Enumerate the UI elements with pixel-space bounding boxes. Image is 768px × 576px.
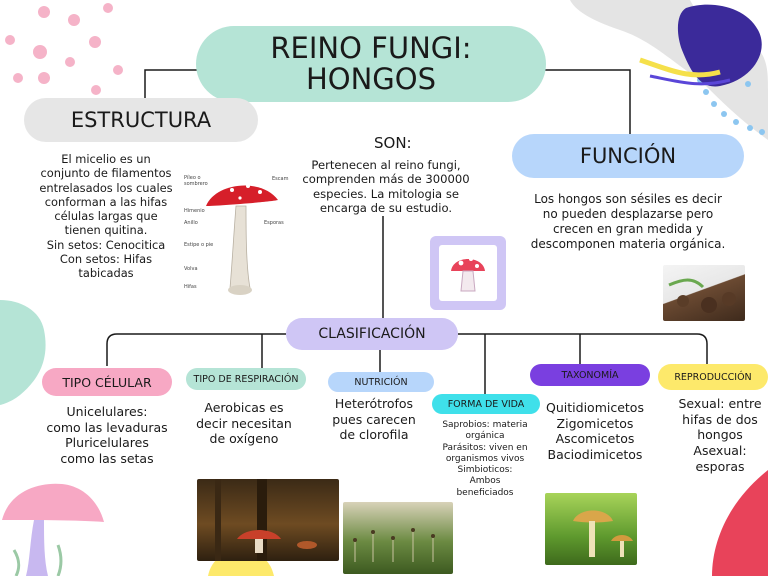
estructura-text: El micelio es un conjunto de filamentos … <box>39 152 173 280</box>
branch-taxonomia-label: TAXONOMÍA <box>561 369 619 381</box>
diagram-label-pileo: Píleo o sombrero <box>184 175 208 187</box>
estructura-heading: ESTRUCTURA <box>70 108 212 132</box>
diagram-label-estipe: Estipe o pie <box>184 242 214 248</box>
estructura-heading-pill: ESTRUCTURA <box>24 98 258 142</box>
moss-photo <box>343 502 453 574</box>
diagram-label-hifas: Hifas <box>184 284 197 290</box>
diagram-label-volva: Volva <box>184 266 198 272</box>
mushroom-sticker <box>430 236 506 310</box>
branch-forma-vida-pill: FORMA DE VIDA <box>432 394 540 414</box>
clasificacion-pill: CLASIFICACIÓN <box>286 318 458 350</box>
clasificacion-heading: CLASIFICACIÓN <box>318 326 426 342</box>
son-text: Pertenecen al reino fungi, comprenden má… <box>302 158 470 216</box>
branch-respiracion-text: Aerobicas es decir necesitan de oxígeno <box>196 400 292 447</box>
pink-mushroom-illustration <box>2 483 104 576</box>
branch-reproduccion-pill: REPRODUCCIÓN <box>658 364 768 390</box>
mushroom-forest-photo <box>197 479 339 561</box>
pink-dots-decoration <box>5 3 123 95</box>
branch-tipo-celular-text: Unicelulares: como las levaduras Plurice… <box>46 404 168 466</box>
branch-reproduccion-text: Sexual: entre hifas de dos hongos Asexua… <box>678 396 762 474</box>
mushroom-anatomy-diagram: Píleo o sombrero Escam Himenio Anillo Es… <box>176 170 302 306</box>
branch-forma-vida-label: FORMA DE VIDA <box>447 398 525 410</box>
diagram-label-escamas: Escam <box>272 176 289 182</box>
page-title: REINO FUNGI: HONGOS <box>270 30 472 96</box>
son-heading: SON: <box>374 134 412 152</box>
funcion-heading: FUNCIÓN <box>579 144 677 168</box>
branch-forma-vida-text: Saprobios: materia orgánica Parásitos: v… <box>442 420 528 498</box>
diagram-label-esporas: Esporas <box>264 220 284 226</box>
branch-tipo-celular-label: TIPO CÉLULAR <box>62 374 152 390</box>
funcion-text: Los hongos son sésiles es decir no puede… <box>530 192 726 251</box>
branch-tipo-celular-pill: TIPO CÉLULAR <box>42 368 172 396</box>
soil-photo <box>663 265 745 321</box>
branch-respiracion-label: TIPO DE RESPIRACIÓN <box>193 373 299 385</box>
branch-taxonomia-pill: TAXONOMÍA <box>530 364 650 386</box>
branch-nutricion-label: NUTRICIÓN <box>354 376 408 388</box>
branch-nutricion-text: Heterótrofos pues carecen de clorofila <box>332 396 416 443</box>
diagram-label-anillo: Anillo <box>184 220 198 226</box>
spore-graphic <box>639 4 762 87</box>
branch-respiracion-pill: TIPO DE RESPIRACIÓN <box>186 368 306 390</box>
branch-taxonomia-text: Quitidiomicetos Zigomicetos Ascomicetos … <box>546 400 644 462</box>
title-pill: REINO FUNGI: HONGOS <box>196 26 546 102</box>
yellow-mushrooms-photo <box>545 493 637 565</box>
branch-reproduccion-label: REPRODUCCIÓN <box>674 371 752 383</box>
funcion-heading-pill: FUNCIÓN <box>512 134 744 178</box>
diagram-label-himenio: Himenio <box>184 208 205 214</box>
branch-nutricion-pill: NUTRICIÓN <box>328 372 434 392</box>
